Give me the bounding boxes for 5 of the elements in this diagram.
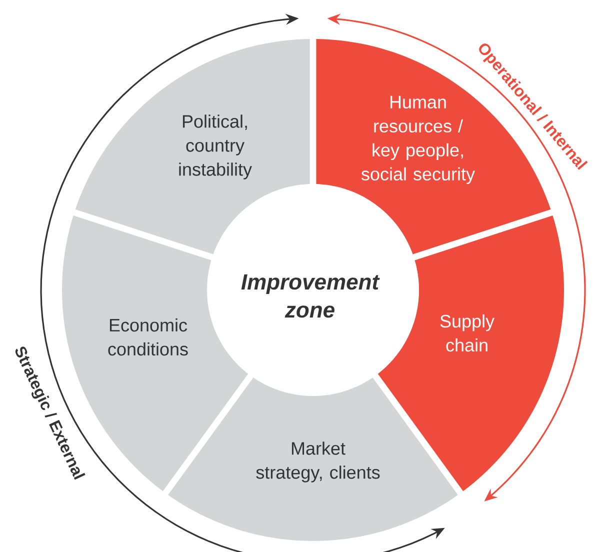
- node-label: Supply chain: [440, 314, 494, 352]
- pie-segment: Political, country instability: [75, 39, 310, 254]
- node-label: Economic conditions: [108, 318, 188, 356]
- node-label: Market strategy, clients: [256, 442, 380, 482]
- pie-segment: Market strategy, clients: [168, 378, 458, 541]
